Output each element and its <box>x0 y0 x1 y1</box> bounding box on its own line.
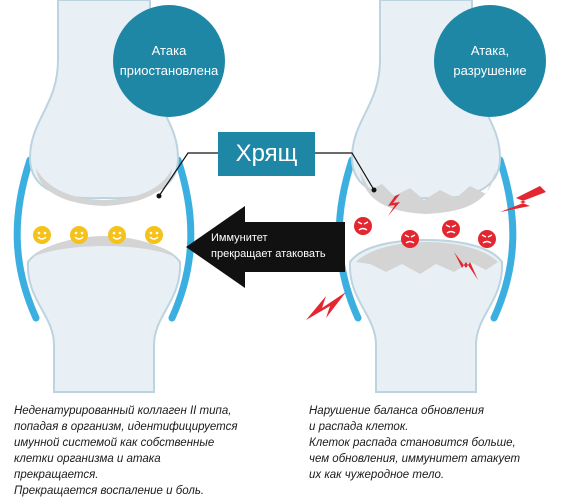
smiley-face-icon <box>145 226 163 244</box>
inflamed-cells <box>354 217 496 248</box>
lightning-bolt-icon <box>306 292 346 320</box>
pointer-dot-right <box>371 187 377 193</box>
pointer-dot-left <box>156 193 162 199</box>
upper-cartilage-left <box>36 168 172 206</box>
arrow-left-icon <box>186 206 345 288</box>
smiley-face-icon <box>70 226 88 244</box>
caption-left: Неденатурированный коллаген II типа, поп… <box>14 405 238 497</box>
healthy-joint <box>13 0 195 393</box>
angry-face-icon <box>401 230 419 248</box>
lightning-bolt-icon <box>500 186 546 212</box>
cartilage-label: Хрящ <box>218 132 315 176</box>
lightning-bolt-icon <box>388 194 400 216</box>
pointer-line-left <box>158 152 218 197</box>
pointer-line-right <box>315 152 375 191</box>
lower-bone-left <box>26 238 182 393</box>
lower-cartilage-left <box>32 236 176 258</box>
angry-face-icon <box>354 217 372 235</box>
angry-face-icon <box>442 220 460 238</box>
caption-right: Нарушение баланса обновления и распада к… <box>309 405 521 481</box>
lightning-bolt-icon <box>454 252 478 280</box>
smiley-face-icon <box>108 226 126 244</box>
smiley-face-icon <box>33 226 51 244</box>
arrow-label: Иммунитет прекращает атаковать <box>211 232 326 260</box>
angry-face-icon <box>478 230 496 248</box>
calm-cells <box>33 226 163 244</box>
status-bubble-left: Атака приостановлена <box>113 5 225 117</box>
joint-capsule-left <box>13 156 195 322</box>
status-bubble-right: Атака, разрушение <box>434 5 546 117</box>
